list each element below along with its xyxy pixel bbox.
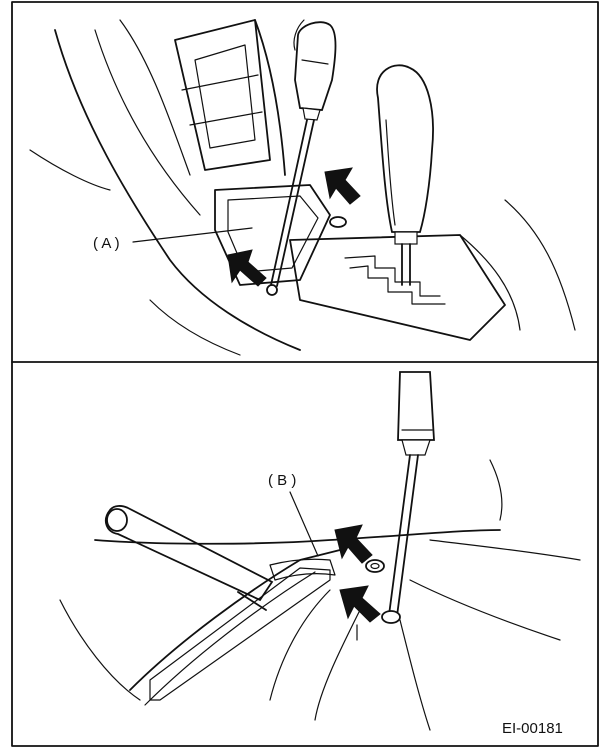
outer-border [11, 1, 599, 747]
console-left-slope-inner [144, 571, 316, 706]
console-edge-line [119, 19, 191, 176]
console-mid-curve [269, 589, 331, 701]
cover-a-outline [214, 184, 331, 286]
console-inner-contour [94, 29, 201, 216]
hand-hint-top [293, 19, 305, 51]
bottom-panel: ( B ) [59, 371, 581, 731]
brake-slot-trim [149, 567, 331, 701]
seat-contour-bottom [489, 459, 503, 521]
brake-lever-base-line [237, 591, 267, 611]
screwdriver-shaft-right [276, 119, 315, 287]
screw-hole-upper [329, 216, 347, 228]
cover-a-inner [227, 195, 319, 273]
screw-hole-lower-b [381, 610, 401, 624]
arrow-lower-b [339, 585, 381, 623]
figure-id: EI-00181 [502, 720, 563, 737]
shift-plate [289, 234, 506, 341]
screwdriver-ferrule-bottom [401, 439, 431, 456]
trim-panel-rib-1 [181, 74, 259, 91]
screwdriver-shaft-left-bottom [388, 454, 411, 616]
brake-lever-button [106, 508, 128, 532]
arrow-upper-right [324, 167, 361, 205]
trim-b-piece [269, 558, 336, 581]
label-part-a: ( A ) [93, 235, 120, 252]
console-bottom-curve [149, 299, 241, 356]
console-left-slope [129, 549, 341, 691]
trim-panel-rib-2 [189, 111, 263, 126]
trim-panel-side [254, 19, 286, 176]
screwdriver-handle-grip [301, 59, 329, 65]
console-right-edge [459, 234, 521, 331]
top-panel: ( A ) [29, 19, 576, 356]
screwdriver-shaft-left [270, 119, 308, 286]
screwdriver-handle-bottom [397, 371, 435, 441]
screw-hole-lower [266, 284, 278, 296]
floor-contour [59, 599, 141, 701]
console-right-curve [399, 619, 431, 731]
console-far-edge [429, 539, 581, 561]
screwdriver-handle-top [294, 21, 337, 111]
arrow-upper-b [334, 524, 373, 564]
trim-panel-outer [174, 19, 271, 171]
console-right-top [409, 579, 561, 641]
label-part-b: ( B ) [268, 472, 296, 489]
brake-lever-handle [104, 505, 274, 602]
seat-edge-line [29, 149, 111, 191]
console-left-contour [54, 29, 301, 351]
seat-right-contour [504, 199, 576, 331]
leader-line-a [132, 227, 253, 243]
console-mid-curve-2 [314, 609, 361, 721]
console-top-edge [94, 529, 501, 545]
arrow-lower-left [227, 249, 267, 287]
screw-hole-upper-b-inner [370, 562, 380, 570]
screwdriver-shaft-right-bottom [396, 454, 419, 617]
trim-panel-inner [194, 44, 256, 149]
leader-line-b [289, 491, 319, 557]
shift-knob-collar [394, 231, 418, 245]
screwdriver-ferrule-top [302, 107, 321, 121]
shift-knob-highlight [385, 119, 396, 226]
shift-knob [376, 64, 434, 233]
shift-gate-slot-inner [349, 265, 446, 305]
shift-gate-slot-outer [344, 255, 441, 297]
